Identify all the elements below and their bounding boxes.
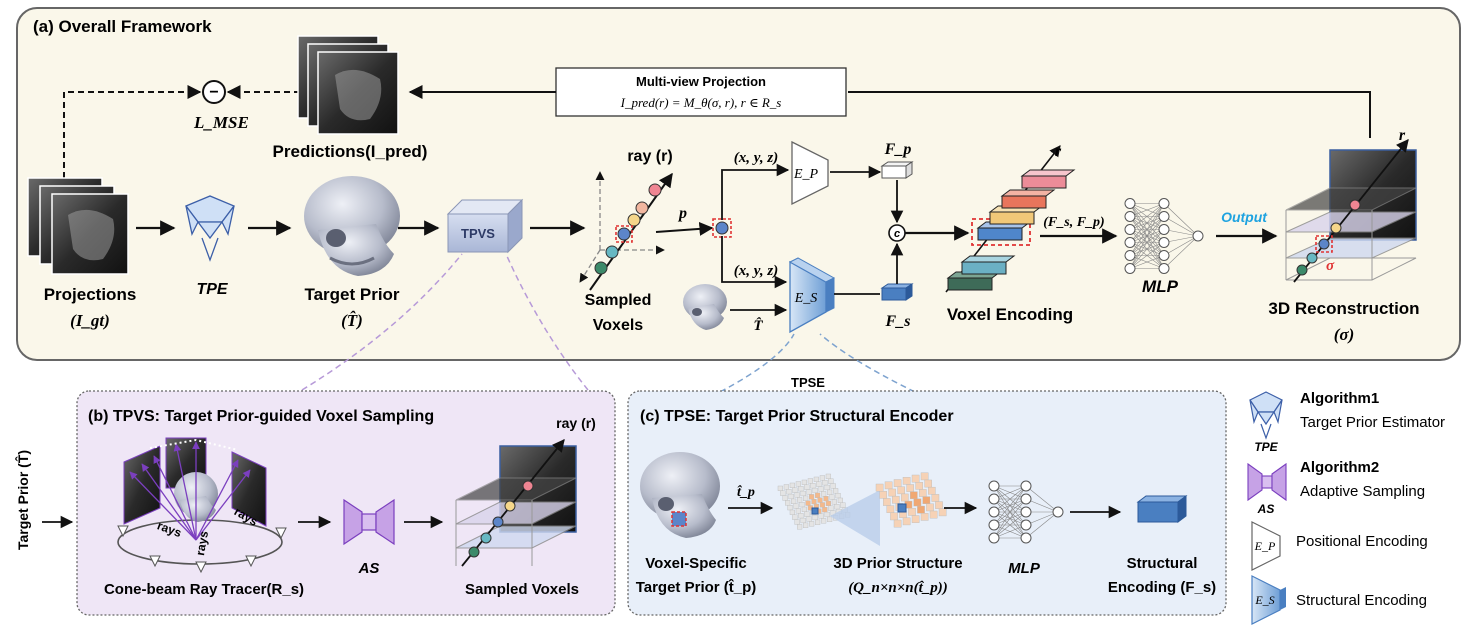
structural-encoding-label-1: Structural [1127,555,1198,572]
fs-label: F_s [885,313,911,330]
predictions-label: Predictions(I_pred) [273,142,428,161]
panel-tpse-title: (c) TPSE: Target Prior Structural Encode… [640,408,954,425]
svg-text:E_S: E_S [1254,593,1274,607]
tpse-tag: TPSE [791,375,825,390]
voxel-specific-label-1: Voxel-Specific [645,555,746,572]
prior-structure-grid-small [777,473,851,530]
tpse-mlp-network [988,480,1064,544]
fs-fp-label: (F_s, F_p) [1043,215,1104,230]
panel-overall [16,7,1461,361]
legend-alg2-title: Algorithm2 [1300,459,1379,476]
legend-as-label: AS [1257,502,1275,516]
target-prior-symbol: (T̂) [341,311,363,330]
cone-beam-label: Cone-beam Ray Tracer(R_s) [104,581,304,598]
voxel-specific-skull [640,452,720,538]
legend-tpe-label: TPE [1254,440,1278,454]
projections-images [27,177,129,275]
t-p-label: t̂_p [737,484,755,500]
legend-as-icon [1247,462,1287,502]
projection-box [555,67,847,117]
fp-block [880,161,914,179]
fs-block [880,283,914,301]
tpvs-label: TPVS [461,226,495,241]
legend-ep-icon: E_P [1251,521,1281,571]
t-hat-label: T̂ [753,316,763,334]
voxel-encoding-stack [945,145,1076,293]
legend-alg2-desc: Adaptive Sampling [1300,483,1425,500]
mlp-network [1124,198,1204,274]
xyz-bottom-label: (x, y, z) [734,263,778,279]
mlp-label: MLP [1142,277,1179,296]
svg-text:−: − [209,84,218,101]
sampled-voxels-volume [455,439,577,567]
minus-node [202,80,226,104]
tpse-mlp-label: MLP [1008,560,1041,577]
prior-structure-grid-large [875,472,947,528]
structural-encoder: E_S [788,257,836,334]
prior-structure-label-2: (Q_n×n×n(t̂_p)) [848,580,948,596]
legend-tpe-icon [1249,391,1283,440]
tpvs-module: TPVS [446,198,524,254]
p-node [715,221,729,235]
fp-label: F_p [884,141,912,158]
svg-text:E_P: E_P [793,167,819,182]
svg-text:c: c [894,228,900,240]
output-label: Output [1221,209,1268,225]
svg-text:E_S: E_S [794,291,818,306]
structural-encoding-block [1136,495,1188,523]
p-label: p [677,205,687,222]
as-label: AS [358,560,380,577]
predictions-images [297,35,399,135]
reconstruction-symbol: (σ) [1334,325,1355,344]
panel-tpvs-title: (b) TPVS: Target Prior-guided Voxel Samp… [88,408,434,425]
xyz-top-label: (x, y, z) [734,150,778,166]
svg-text:E_P: E_P [1254,539,1276,553]
panel-overall-title: (a) Overall Framework [33,17,212,36]
skull-icon [304,176,400,276]
tpe-label: TPE [196,281,228,298]
target-prior-label: Target Prior [304,285,399,304]
ray-label: ray (r) [627,148,672,165]
sampled-voxels-label-1: Sampled [585,292,652,309]
loss-label: L_MSE [193,113,249,132]
legend-pe-label: Positional Encoding [1296,533,1428,550]
voxel-r-label: r [1055,143,1062,160]
tpvs-ray-label: ray (r) [556,415,596,431]
positional-encoder: E_P [791,140,829,206]
legend-se-label: Structural Encoding [1296,592,1427,609]
legend-es-icon: E_S [1251,575,1286,625]
projection-cone [830,490,880,546]
reconstruction-volume [1285,139,1417,283]
legend-alg1-desc: Target Prior Estimator [1300,414,1445,431]
tpvs-sampled-label: Sampled Voxels [465,581,579,598]
reconstruction-label: 3D Reconstruction [1268,299,1419,318]
legend-alg1-title: Algorithm1 [1300,390,1379,407]
rays-label-2: rays [193,530,211,557]
voxel-specific-label-2: Target Prior (t̂_p) [636,578,757,596]
tpe-icon [184,195,236,262]
projections-label: Projections [44,285,137,304]
projections-symbol: (I_gt) [70,311,110,330]
recon-r-label: r [1399,127,1406,144]
projection-title: Multi-view Projection [636,74,766,89]
cone-beam-graphic [117,437,287,574]
sampled-voxels-label-2: Voxels [593,317,644,334]
adaptive-sampling-icon [343,498,395,546]
tpvs-side-label: Target Prior (T̂) [14,450,31,550]
sigma-label: σ [1326,258,1335,274]
sampled-voxels-graphic [579,171,673,291]
projection-formula: I_pred(r) = M_θ(σ, r), r ∈ R_s [620,95,782,110]
prior-structure-label-1: 3D Prior Structure [833,555,962,572]
structural-encoding-label-2: Encoding (F_s) [1108,579,1216,596]
small-skull-icon [683,284,727,330]
voxel-encoding-label: Voxel Encoding [947,305,1073,324]
